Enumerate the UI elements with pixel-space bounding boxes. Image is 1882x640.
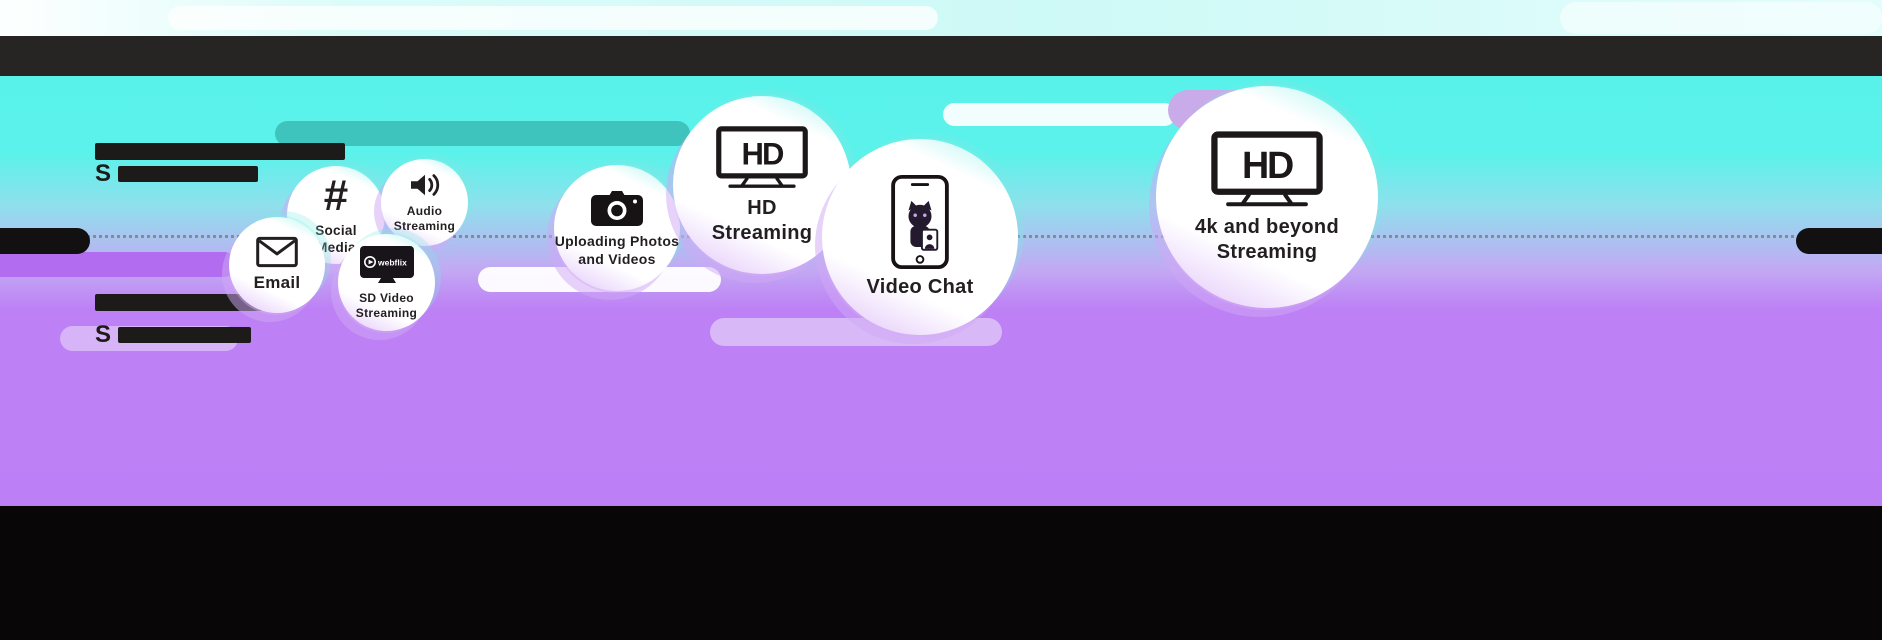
scale-endcap-right bbox=[1796, 228, 1882, 254]
bubble-video-chat: Video Chat bbox=[820, 137, 1020, 337]
bubble-label: HD Streaming bbox=[711, 197, 813, 244]
bubble-label: Audio Streaming bbox=[393, 204, 456, 233]
speed-streak-purple bbox=[0, 252, 237, 277]
bubble-label: Uploading Photos and Videos bbox=[554, 233, 680, 267]
header-band bbox=[0, 36, 1882, 76]
decor-pill bbox=[1560, 2, 1882, 34]
svg-text:HD: HD bbox=[1242, 144, 1293, 186]
top-strip bbox=[0, 0, 1882, 36]
bubble-label: Video Chat bbox=[866, 276, 974, 299]
svg-text:HD: HD bbox=[741, 137, 784, 172]
hd-tv-icon: HD bbox=[1211, 131, 1323, 207]
footer-band bbox=[0, 506, 1882, 640]
partial-text-letter: S bbox=[95, 160, 112, 187]
redacted-text-bar bbox=[95, 143, 345, 160]
bubble-label: SD Video Streaming bbox=[355, 291, 418, 320]
speed-streak-white bbox=[943, 103, 1176, 126]
hashtag-icon: # bbox=[323, 171, 349, 221]
speed-streak-teal bbox=[275, 121, 690, 146]
redacted-text-bar bbox=[118, 327, 251, 343]
partial-text-letter: S bbox=[95, 321, 112, 348]
bubble-label: 4k and beyond Streaming bbox=[1195, 216, 1339, 263]
bubble-sd-video-streaming: webflix SD Video Streaming bbox=[336, 232, 437, 333]
camera-icon bbox=[591, 191, 643, 227]
redacted-text-bar bbox=[118, 166, 258, 182]
video-chat-phone-icon bbox=[891, 175, 949, 270]
bubble-label: Email bbox=[253, 273, 301, 293]
bubble-4k-streaming: HD 4k and beyond Streaming bbox=[1154, 84, 1380, 310]
envelope-icon bbox=[256, 236, 298, 268]
decor-pill bbox=[168, 6, 938, 30]
hd-tv-icon: HD bbox=[716, 126, 808, 188]
bubble-audio-streaming: Audio Streaming bbox=[379, 157, 470, 248]
bubble-uploading-photos: Uploading Photos and Videos bbox=[552, 163, 682, 293]
bubble-email: Email bbox=[227, 215, 327, 315]
scale-endcap-left bbox=[0, 228, 90, 254]
webflix-tv-icon: webflix bbox=[359, 246, 414, 284]
redacted-text-bar bbox=[95, 294, 262, 311]
speaker-icon bbox=[410, 174, 439, 197]
svg-text:webflix: webflix bbox=[377, 258, 407, 268]
